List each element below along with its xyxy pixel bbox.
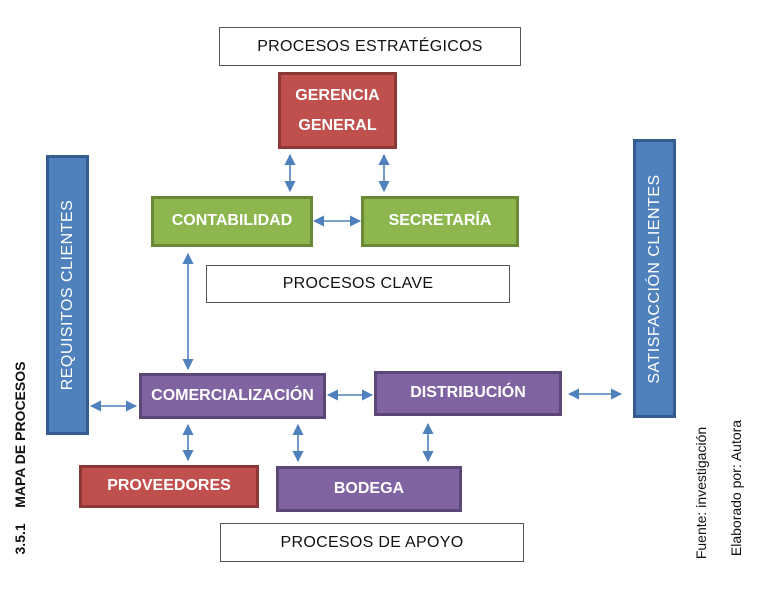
bar-satisfaccion-clientes: SATISFACCIÓN CLIENTES	[633, 139, 676, 418]
label-procesos-clave-text: PROCESOS CLAVE	[282, 275, 434, 292]
node-secretaria: SECRETARÍA	[361, 196, 519, 247]
label-procesos-clave: PROCESOS CLAVE	[206, 265, 510, 303]
node-proveedores-text: PROVEEDORES	[107, 477, 231, 495]
node-distribucion-text: DISTRIBUCIÓN	[410, 384, 526, 402]
label-procesos-de-apoyo-text: PROCESOS DE APOYO	[280, 533, 464, 551]
bar-requisitos-clientes: REQUISITOS CLIENTES	[46, 155, 89, 435]
label-procesos-estrategicos: PROCESOS ESTRATÉGICOS	[219, 27, 521, 66]
node-comercializacion: COMERCIALIZACIÓN	[139, 373, 326, 419]
label-procesos-estrategicos-text: PROCESOS ESTRATÉGICOS	[257, 37, 483, 55]
node-proveedores: PROVEEDORES	[79, 465, 259, 508]
node-contabilidad-text: CONTABILIDAD	[171, 212, 293, 230]
node-secretaria-text: SECRETARÍA	[388, 212, 492, 230]
label-procesos-de-apoyo: PROCESOS DE APOYO	[220, 523, 524, 562]
node-bodega: BODEGA	[276, 466, 462, 512]
node-gerencia-line2: GENERAL	[298, 116, 377, 134]
node-bodega-text: BODEGA	[333, 479, 405, 497]
node-gerencia-line1: GERENCIA	[295, 86, 380, 104]
node-contabilidad: CONTABILIDAD	[151, 196, 313, 247]
node-gerencia-general: GERENCIA GENERAL	[278, 72, 397, 149]
node-distribucion: DISTRIBUCIÓN	[374, 371, 562, 416]
node-comercializacion-text: COMERCIALIZACIÓN	[151, 386, 314, 404]
